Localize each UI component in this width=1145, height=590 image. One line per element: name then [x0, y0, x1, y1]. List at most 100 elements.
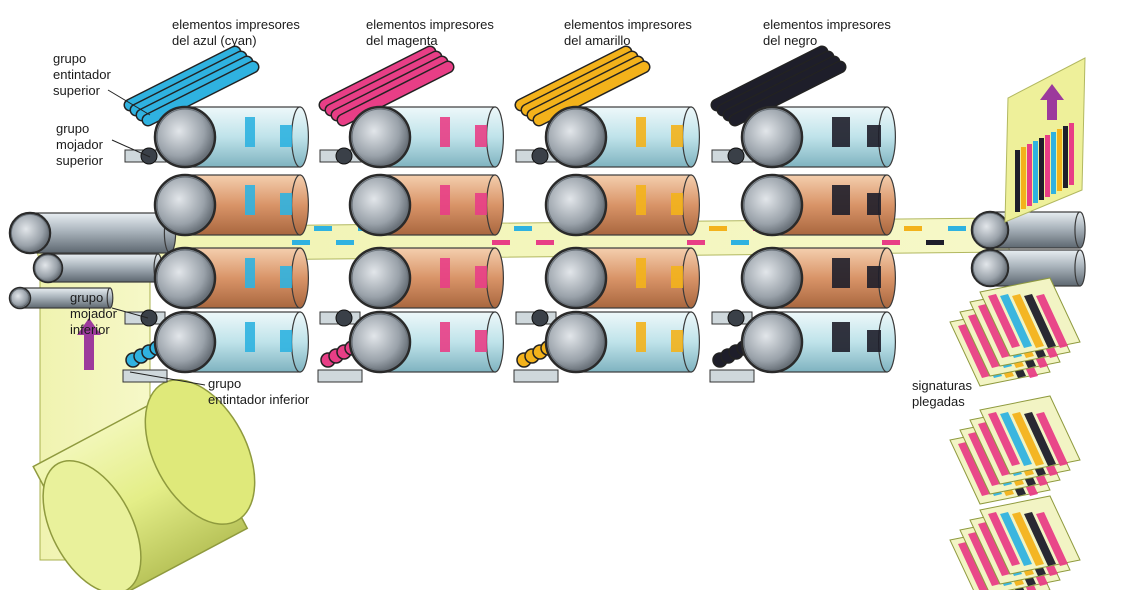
label-line: inferior [70, 322, 110, 337]
label-line: entintador inferior [208, 392, 310, 407]
image-patch [832, 322, 850, 352]
cylinder-rim [547, 313, 605, 371]
output-sheet-stripe [1033, 141, 1038, 203]
signature-stripe [1012, 294, 1044, 348]
blanket-cylinder-upper [740, 173, 896, 237]
cylinder-rim [351, 313, 409, 371]
label-magenta-unit: elementos impresores del magenta [366, 17, 494, 49]
cylinder-end [740, 173, 804, 237]
label-line: mojador [56, 137, 103, 152]
damping-roller-lower [727, 309, 745, 327]
output-sheet-stripe [1063, 126, 1068, 188]
image-patch [245, 117, 255, 147]
ink-roller [730, 62, 845, 125]
printing-unit-magenta [317, 45, 455, 383]
web-print-mark [882, 240, 900, 245]
cylinder-far-end [1074, 249, 1086, 287]
cylinder-end [544, 173, 608, 237]
ink-roller [125, 47, 240, 110]
image-patch [832, 117, 850, 147]
ink-roller [534, 62, 649, 125]
cylinder-end [32, 252, 64, 284]
label-leader-line [107, 89, 151, 116]
image-patch [867, 330, 881, 352]
blanket-cylinder-lower [740, 246, 896, 310]
label-damping-upper: grupo mojador superior [56, 121, 103, 169]
label-line: grupo [53, 51, 87, 66]
label-line: del magenta [366, 33, 438, 48]
cylinder-rim [743, 249, 801, 307]
signature-stack-1 [949, 277, 1081, 387]
image-patch [636, 117, 646, 147]
cylinder-far-end [681, 106, 700, 168]
cylinder-far-end [877, 106, 896, 168]
plate-cylinder-upper [153, 105, 310, 169]
label-black-unit: elementos impresores del negro [763, 17, 891, 49]
label-line: mojador [70, 306, 117, 321]
ink-roller [712, 47, 827, 110]
cylinder-end [153, 246, 217, 310]
cylinder-rim [743, 313, 801, 371]
signature-stripe [1036, 512, 1068, 566]
output-sheet-stripe [1069, 123, 1074, 185]
cylinder-end [348, 173, 412, 237]
label-line: elementos impresores [564, 17, 692, 32]
paper-roll-end [144, 379, 256, 525]
cylinder-far-end [291, 106, 310, 168]
label-line: grupo [56, 121, 90, 136]
image-patch [832, 258, 850, 288]
ink-roller [131, 52, 246, 115]
cylinder-far-end [877, 311, 896, 373]
web-print-mark [948, 226, 966, 231]
output-sheet-stripe [1051, 132, 1056, 194]
cylinder-end [544, 310, 608, 374]
cylinder-end [8, 211, 52, 255]
label-line: elementos impresores [172, 17, 300, 32]
image-patch [636, 185, 646, 215]
output-sheet-stripe [1057, 129, 1062, 191]
label-line: del amarillo [564, 33, 631, 48]
plate-cylinder-upper [544, 105, 700, 169]
cylinder-far-end [291, 311, 310, 373]
signature-stripe [968, 532, 1000, 586]
image-patch [867, 266, 881, 288]
cylinder-end [970, 248, 1010, 288]
blanket-cylinder-upper [153, 173, 310, 237]
cylinder-rim [156, 108, 214, 166]
web-print-mark [687, 240, 705, 245]
signature-stripe [1000, 512, 1032, 566]
web-print-mark [926, 240, 944, 245]
image-patch [671, 266, 683, 288]
label-inking-upper: grupo entintador superior [53, 51, 111, 99]
cylinder-end [740, 105, 804, 169]
cylinder-end [970, 210, 1010, 250]
plate-cylinder-lower [740, 310, 896, 374]
ink-trough-lower [513, 369, 559, 383]
cylinder-end [740, 310, 804, 374]
damping-roller-lower [531, 309, 549, 327]
label-leader-line [111, 307, 149, 319]
ink-roller [338, 62, 453, 125]
ink-trough-lower [709, 369, 755, 383]
output-sheet-stripe [1027, 144, 1032, 206]
cylinder-end [153, 173, 217, 237]
label-line: elementos impresores [366, 17, 494, 32]
cylinder-rim [351, 108, 409, 166]
cylinder-rim [156, 176, 214, 234]
signature-stripe [1000, 412, 1032, 466]
paper-roll [32, 267, 256, 590]
plate-cylinder-upper [348, 105, 505, 169]
image-patch [671, 125, 683, 147]
ink-trough-lower [317, 369, 363, 383]
cylinder-rim [351, 249, 409, 307]
ink-roller [516, 47, 631, 110]
blanket-cylinder-lower [544, 246, 700, 310]
signature-stripe [988, 512, 1020, 566]
label-inking-lower: grupo entintador inferior [208, 376, 309, 408]
signature-stripe [978, 304, 1010, 358]
signature-stripe [988, 294, 1020, 348]
signature-stack-3 [949, 495, 1081, 590]
label-line: plegadas [912, 394, 965, 409]
label-line: superior [53, 83, 100, 98]
signature-stripe [978, 522, 1010, 576]
